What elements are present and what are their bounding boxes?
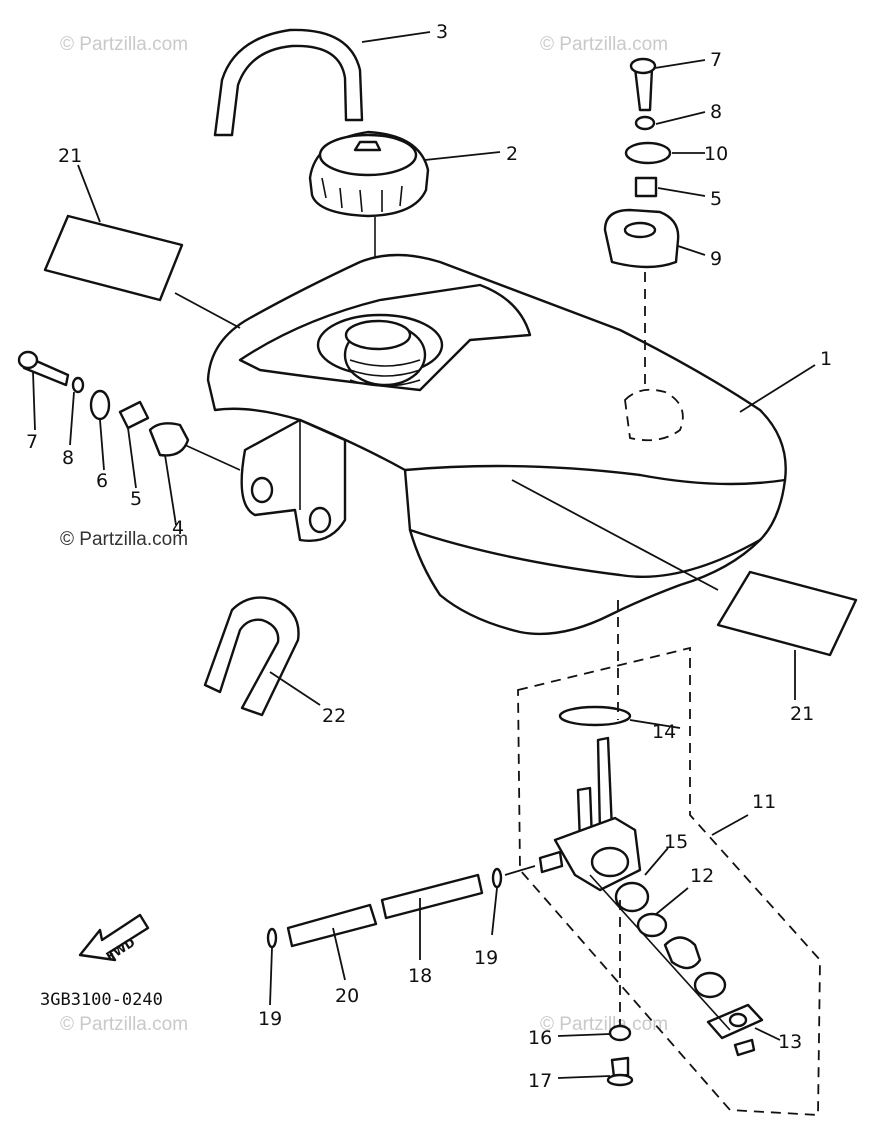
warning-label-sticker-left xyxy=(43,214,184,302)
diagram-code: 3GB3100-0240 xyxy=(40,990,163,1010)
callout-5: 5 xyxy=(130,488,142,510)
callout-21: 21 xyxy=(790,703,814,725)
callout-21: 21 xyxy=(58,145,82,167)
callout-20: 20 xyxy=(335,985,359,1007)
callout-12: 12 xyxy=(690,865,714,887)
mount-hardware-top-stack xyxy=(603,57,680,269)
cock-axis-line-diag xyxy=(589,874,731,1031)
callout-19: 19 xyxy=(258,1008,282,1030)
callout-8: 8 xyxy=(62,447,74,469)
forward-direction-arrow: FWD xyxy=(78,913,150,964)
fuel-hose-part xyxy=(380,873,484,920)
fuel-cap-part xyxy=(308,130,430,218)
callout-22: 22 xyxy=(322,705,346,727)
hose-clip-left xyxy=(266,927,278,949)
gasket-part xyxy=(558,705,632,727)
callout-7: 7 xyxy=(26,431,38,453)
breather-hose-part xyxy=(213,28,364,137)
watermark: © Partzilla.com xyxy=(540,1014,668,1035)
callout-2: 2 xyxy=(506,143,518,165)
callout-4: 4 xyxy=(172,517,184,539)
u-hose-part xyxy=(203,596,300,717)
leader-lines xyxy=(32,31,816,1079)
fuel-cock-assembly-group xyxy=(517,646,821,1116)
callout-7: 7 xyxy=(710,49,722,71)
callout-18: 18 xyxy=(408,965,432,987)
mount-axis-line-left xyxy=(184,444,241,471)
callout-3: 3 xyxy=(436,21,448,43)
fuel-tank-part xyxy=(206,253,787,636)
hose-clip-right xyxy=(491,867,503,889)
callout-14: 14 xyxy=(652,721,676,743)
warning-label-sticker-right xyxy=(716,570,858,657)
callout-11: 11 xyxy=(752,791,776,813)
callout-16: 16 xyxy=(528,1027,552,1049)
watermark: © Partzilla.com xyxy=(60,34,188,55)
callout-10: 10 xyxy=(704,143,728,165)
watermark: © Partzilla.com xyxy=(60,1014,188,1035)
callout-5: 5 xyxy=(710,188,722,210)
callout-15: 15 xyxy=(664,831,688,853)
watermark: © Partzilla.com xyxy=(60,529,188,550)
callout-17: 17 xyxy=(528,1070,552,1092)
fuel-cock-part xyxy=(538,736,764,1087)
mount-hardware-left-stack xyxy=(17,350,190,457)
callout-13: 13 xyxy=(778,1031,802,1053)
callout-9: 9 xyxy=(710,248,722,270)
fuel-pipe-part xyxy=(286,903,378,948)
callout-19: 19 xyxy=(474,947,498,969)
callout-labels: 3 2 7 8 10 5 9 1 21 21 7 8 6 5 4 22 14 1… xyxy=(26,21,832,1092)
callout-6: 6 xyxy=(96,470,108,492)
watermark: © Partzilla.com xyxy=(540,34,668,55)
callout-1: 1 xyxy=(820,348,832,370)
callout-8: 8 xyxy=(710,101,722,123)
